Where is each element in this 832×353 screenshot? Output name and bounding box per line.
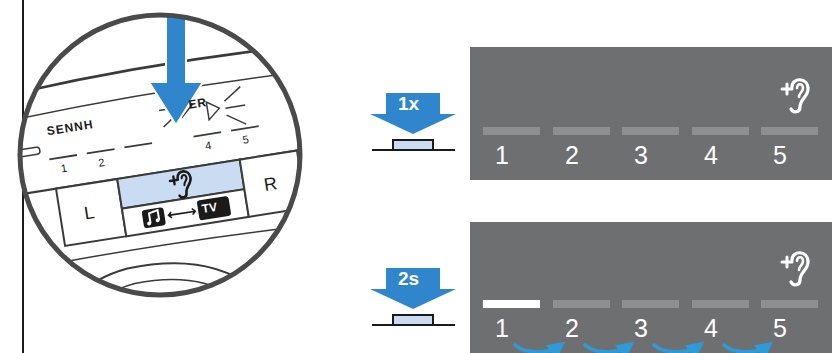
sequence-arrow [515,345,561,352]
brand-name: ER [188,96,208,111]
level-bar [761,127,818,135]
sequence-arrow [654,345,700,352]
level-number: 2 [565,142,579,168]
button-label: L [83,203,96,222]
led-number: 5 [242,134,250,146]
level-number: 5 [773,315,787,341]
display-segment: 2 [553,127,610,173]
level-number: 4 [704,315,718,341]
level-number: 5 [773,142,787,168]
display-segment: 5 [761,127,818,173]
level-number: 3 [634,315,648,341]
tv-icon-text: TV [201,201,218,215]
level-bar [553,300,610,308]
display-segment: 1 [483,300,540,346]
level-bar [622,300,679,308]
led-number: 2 [98,157,106,169]
button-label: R [263,174,279,194]
display-segment: 2 [553,300,610,346]
ear-icon [782,80,808,112]
press-count: 1x [398,94,419,113]
display-segment: 3 [622,300,679,346]
display-segment: 1 [483,127,540,173]
ear-icon [782,253,808,285]
magnifier-circle [20,15,300,295]
level-bar [692,300,749,308]
level-number: 1 [495,142,509,168]
display-segment: 4 [692,127,749,173]
display-segment: 5 [761,300,818,346]
brand-name: SENNH [46,118,94,137]
display-panel [470,47,832,180]
level-number: 2 [565,315,579,341]
display-segment: 3 [622,127,679,173]
level-bar [761,300,818,308]
led-number: 1 [60,163,68,175]
level-bar [622,127,679,135]
press-hold-symbol [370,268,456,325]
led-number: 4 [204,140,212,152]
level-number: 4 [704,142,718,168]
sequence-arrow [724,345,769,352]
level-bar [692,127,749,135]
display-segment: 4 [692,300,749,346]
level-bar [483,127,540,135]
level-number: 3 [634,142,648,168]
level-number: 1 [495,315,509,341]
device-closeup [0,0,365,353]
press-duration: 2s [398,269,419,288]
level-bar [553,127,610,135]
level-bar [483,300,540,308]
press-once-symbol [370,93,456,150]
sequence-arrow [585,345,630,352]
display-panel [470,222,832,353]
